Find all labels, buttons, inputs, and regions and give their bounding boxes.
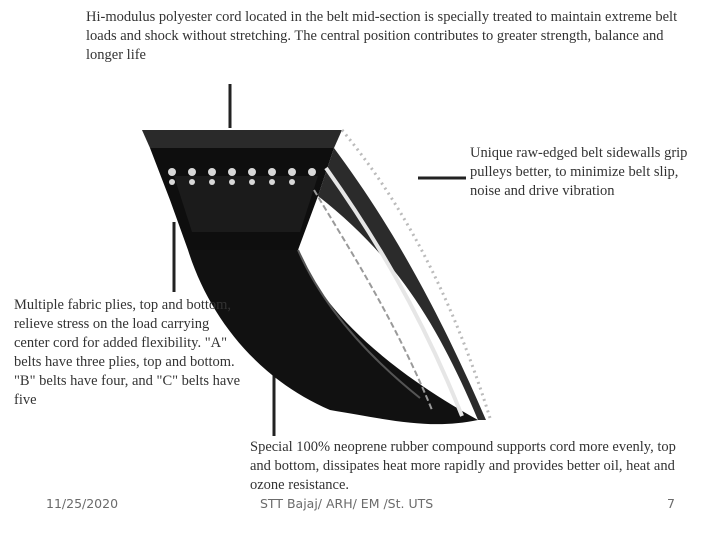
callout-raw-edged-sidewalls: Unique raw-edged belt sidewalls grip pul… (470, 145, 688, 199)
footer-page-number: 7 (667, 496, 675, 511)
belt-top-band (142, 130, 342, 148)
belt-curved-body (188, 250, 478, 425)
belt-fabric-ply (297, 249, 421, 399)
belt-raw-edge (340, 129, 492, 419)
callout-neoprene-compound: Special 100% neoprene rubber compound su… (250, 439, 676, 493)
belt-inner-core (174, 176, 318, 232)
callout-fabric-plies: Multiple fabric plies, top and bottom, r… (14, 297, 241, 408)
footer-author: STT Bajaj/ ARH/ EM /St. UTS (258, 496, 436, 511)
belt-cord-stripe (324, 166, 464, 417)
polyester-cord-row (168, 168, 316, 185)
callout-polyester-cord: Hi-modulus polyester cord located in the… (86, 9, 678, 63)
footer-date: 11/25/2020 (46, 496, 119, 511)
